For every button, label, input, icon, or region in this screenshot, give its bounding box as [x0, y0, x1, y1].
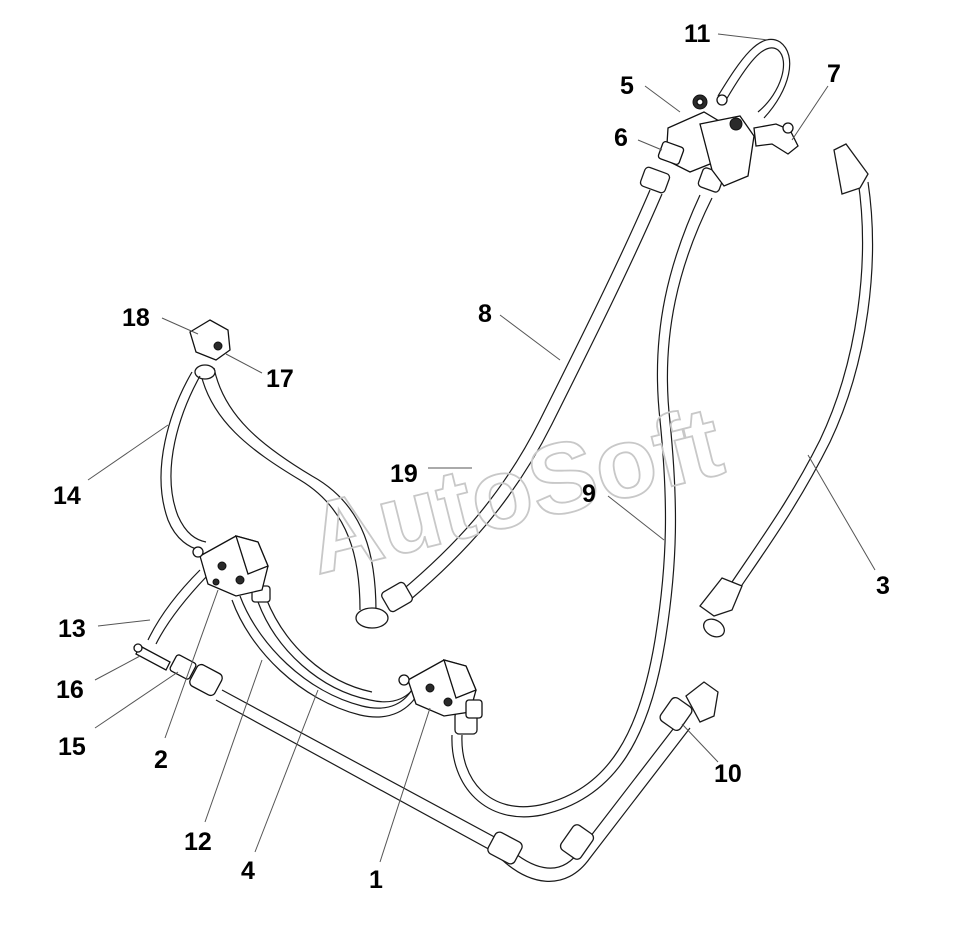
watermark-text: AutoSoft [296, 385, 733, 596]
callout-1: 1 [369, 866, 383, 894]
fitting-18 [189, 319, 231, 361]
hose-10 [215, 681, 719, 882]
pump-1 [398, 659, 483, 719]
hose-8 [381, 166, 671, 613]
leader-8 [499, 314, 561, 361]
fitting-15 [169, 654, 223, 697]
leader-15 [94, 671, 179, 729]
callout-8: 8 [478, 300, 492, 328]
leader-17 [225, 353, 263, 374]
callout-17: 17 [266, 365, 294, 393]
hose-11 [717, 38, 791, 119]
leader-10 [681, 723, 719, 763]
callout-3: 3 [876, 572, 890, 600]
callout-19: 19 [390, 460, 418, 488]
leader-9 [607, 495, 665, 541]
callout-9: 9 [582, 480, 596, 508]
leader-2 [164, 589, 219, 739]
callout-13: 13 [58, 615, 86, 643]
callout-11: 11 [684, 20, 711, 48]
callout-15: 15 [58, 733, 86, 761]
leader-16 [94, 655, 141, 681]
hose-9 [451, 167, 725, 818]
callout-12: 12 [184, 828, 212, 856]
callout-5: 5 [620, 72, 634, 100]
callout-4: 4 [241, 857, 255, 885]
valve-block [657, 94, 799, 187]
callout-14: 14 [53, 482, 81, 510]
callout-2: 2 [154, 746, 168, 774]
leader-5 [644, 85, 681, 113]
leader-11 [717, 33, 769, 41]
hose-13 [147, 569, 208, 645]
callout-7: 7 [827, 60, 841, 88]
leader-lines [87, 33, 876, 863]
hose-14 [160, 371, 207, 551]
hoses [147, 38, 874, 882]
callout-18: 18 [122, 304, 150, 332]
hose-19 [194, 364, 389, 629]
callout-6: 6 [614, 124, 628, 152]
leader-18 [161, 317, 199, 335]
callout-10: 10 [714, 760, 742, 788]
callout-16: 16 [56, 676, 84, 704]
hose-12 [231, 595, 421, 718]
leader-7 [791, 85, 829, 141]
callout-labels: 1 2 3 4 5 6 7 8 9 10 11 12 13 14 15 16 1… [53, 20, 890, 894]
leader-1 [379, 707, 431, 863]
leader-3 [807, 454, 876, 571]
leader-4 [254, 689, 319, 853]
leader-6 [637, 139, 663, 151]
hose-3 [699, 143, 874, 638]
leader-13 [97, 619, 151, 627]
fitting-16 [133, 643, 171, 671]
leader-12 [204, 659, 263, 823]
leader-14 [87, 424, 169, 481]
pump-2 [192, 535, 269, 597]
